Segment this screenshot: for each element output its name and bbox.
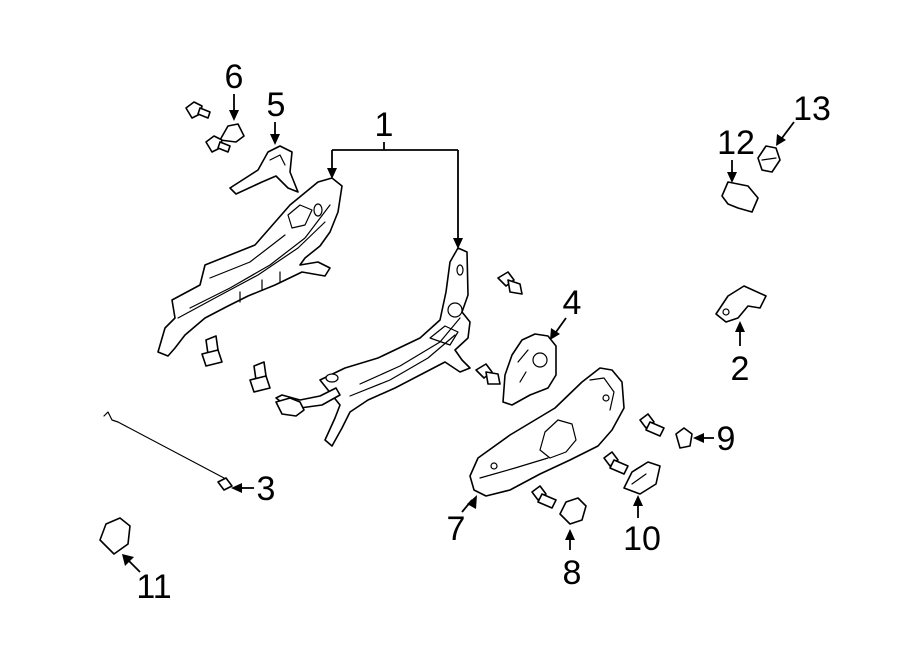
bolt-lower <box>475 363 501 385</box>
callout-4: 4 <box>563 284 582 322</box>
seat-track-right <box>275 247 471 447</box>
bracket-part-5 <box>229 145 299 195</box>
seat-track-left <box>157 177 343 357</box>
wire-rod-part-3 <box>103 411 233 491</box>
callout-12: 12 <box>717 124 755 162</box>
side-shield-part-7 <box>469 367 625 497</box>
callout-7: 7 <box>447 510 466 548</box>
callout-6: 6 <box>225 58 244 96</box>
bolt-mid <box>497 271 523 295</box>
bolt-top-1 <box>185 101 211 119</box>
callout-9: 9 <box>717 420 736 458</box>
stud-bolt-2 <box>249 361 271 393</box>
cap-part-8 <box>559 497 587 525</box>
callout-8: 8 <box>563 554 582 592</box>
push-pin-part-13 <box>757 145 781 173</box>
knob-part-11 <box>99 517 131 555</box>
hinge-plate-part-4 <box>502 333 557 406</box>
cover-part-10 <box>623 461 661 495</box>
clip-part-9 <box>675 427 693 449</box>
clip-part-12 <box>721 181 759 213</box>
screw-near-8 <box>531 485 557 509</box>
stud-bolt-1 <box>201 335 223 367</box>
callout-10: 10 <box>623 520 661 558</box>
screw-near-9 <box>639 413 665 437</box>
bolt-top-2 <box>205 135 231 153</box>
screw-near-10 <box>603 451 629 475</box>
callout-11: 11 <box>136 568 171 606</box>
callout-2: 2 <box>731 350 750 388</box>
callout-13: 13 <box>793 90 831 128</box>
callout-5: 5 <box>267 86 286 124</box>
leader-lines <box>122 94 795 573</box>
bracket-part-2 <box>715 285 767 323</box>
callout-1: 1 <box>375 106 394 144</box>
callout-labels: 1 2 3 4 5 6 7 8 9 10 11 12 13 <box>136 58 831 606</box>
clip-part-6 <box>219 123 245 143</box>
callout-3: 3 <box>257 470 276 508</box>
